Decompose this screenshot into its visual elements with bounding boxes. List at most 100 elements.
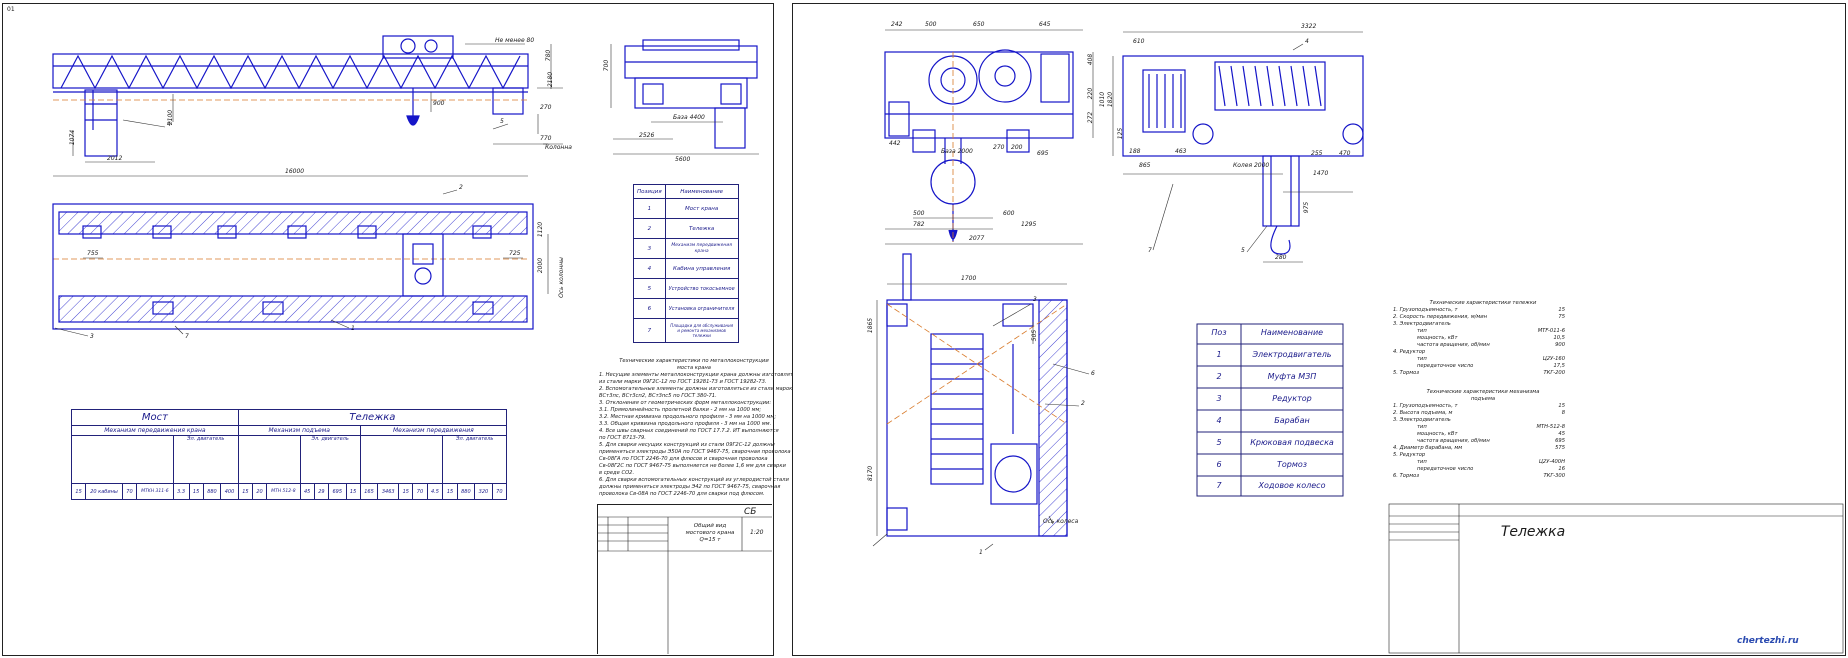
title-block-sheet1: СБ Общий вид мостового крана Q=15 т 1:20	[597, 504, 772, 654]
spec-value: 400	[220, 483, 239, 500]
callout-7: 7	[1148, 247, 1152, 254]
dimension-lines	[53, 43, 759, 294]
spec-el-dvig: Эл. двигатель	[299, 435, 361, 484]
spec2-value: 695	[1555, 438, 1565, 444]
callout-4: 4	[1305, 38, 1309, 45]
dim-base: 2012	[107, 155, 123, 162]
dim-650: 650	[973, 21, 985, 28]
tech-note-line: 3.3. Общая кривизна продольного профиля …	[599, 421, 772, 427]
spec-value: 45	[299, 483, 315, 500]
dim-1820: 1820	[1107, 91, 1115, 108]
tech-notes-sheet1: Технические характеристики по металлокон…	[599, 358, 802, 498]
dim-695: 695	[1037, 150, 1049, 157]
dim-1120: 1120	[537, 221, 545, 238]
dim-900: 900	[433, 100, 445, 107]
dim-125: 125	[1117, 127, 1125, 140]
bridge-elevation	[52, 35, 529, 157]
dim-base-4400: База 4400	[673, 114, 705, 121]
spec1-label: 4. Редуктор	[1393, 349, 1426, 355]
spec1-value: 17,5	[1553, 363, 1565, 369]
parts-row-pos: 5	[633, 278, 666, 299]
dim-2526: 2526	[639, 132, 655, 139]
dim-2000: 2000	[537, 257, 545, 274]
dim-1074: 1074	[69, 129, 77, 146]
tech-note-line: по ГОСТ 8713-79.	[599, 435, 646, 441]
crane-general-view	[52, 35, 759, 337]
spec1-label: 1. Грузоподъемность, т	[1393, 307, 1458, 313]
dim-188: 188	[1129, 148, 1141, 155]
watermark: chertezhi.ru	[1737, 636, 1799, 646]
title-block-code: СБ	[744, 507, 757, 517]
spec1-value: Ц2У-160	[1542, 356, 1565, 362]
dim-base2000: База 2000	[941, 148, 973, 155]
dim-3322: 3322	[1301, 23, 1317, 30]
parts2-row-name: Ходовое колесо	[1258, 481, 1326, 490]
spec1-value: 10,5	[1553, 335, 1565, 341]
spec-value: 880	[202, 483, 222, 500]
dim-2077: 2077	[969, 235, 985, 242]
spec1-label: тип	[1417, 356, 1427, 362]
callout-7: 7	[185, 333, 189, 340]
spec2-label: мощность, кВт	[1417, 431, 1458, 437]
parts-row-pos: 7	[633, 318, 666, 343]
spec-value: 15	[398, 483, 414, 500]
dim-272: 272	[1087, 111, 1095, 124]
dim-780: 780	[545, 49, 553, 62]
spec2-value: 8	[1561, 410, 1565, 416]
dim-242: 242	[891, 21, 903, 28]
parts2-row-pos: 1	[1216, 350, 1222, 359]
parts2-row-name: Редуктор	[1272, 394, 1312, 403]
dim-755: 755	[87, 250, 99, 257]
dim-645: 645	[1039, 21, 1051, 28]
spec2-label: передаточное число	[1417, 466, 1474, 472]
spec2-label: тип	[1417, 459, 1427, 465]
tech-note-line: 3. Отклонения от геометрических форм мет…	[599, 400, 772, 406]
spec-value: 20	[251, 483, 268, 500]
parts2-row-name: Барабан	[1274, 416, 1310, 425]
dim-200: 200	[1011, 144, 1023, 151]
spec-value: 70	[121, 483, 138, 500]
callout-3: 3	[90, 333, 94, 340]
tech-note-line: из стали марки 09Г2С-12 по ГОСТ 19281-73…	[599, 379, 767, 385]
dim-408: 408	[1087, 53, 1095, 66]
dim-1865: 1865	[867, 317, 875, 334]
dim-463: 463	[1175, 148, 1187, 155]
parts-row-name: Механизм передвижения крана	[664, 238, 739, 259]
spec1-value: 15	[1558, 307, 1565, 313]
parts-row-pos: 3	[633, 238, 666, 259]
parts-row-pos: 6	[633, 298, 666, 319]
callout-5: 5	[1241, 247, 1245, 254]
title-block-scale: 1:20	[750, 529, 764, 536]
parts-row-name: Мост крана	[664, 198, 739, 219]
parts-row-name: Кабина управления	[664, 258, 739, 279]
tech-note-line: Св-08Г2С по ГОСТ 9467-75 выполняется не …	[599, 463, 786, 469]
tech-note-line: 6. Для сварки вспомогательных конструкци…	[599, 477, 789, 483]
spec-value: 15	[237, 483, 253, 500]
spec-mekh-peredv: Механизм передвижения крана	[71, 425, 239, 436]
parts-row-pos: 2	[633, 218, 666, 239]
spec2-value: 16	[1558, 466, 1565, 472]
parts2-row-pos: 2	[1216, 372, 1222, 381]
tech-note-line: 2. Вспомогательные элементы должны изгот…	[599, 386, 793, 392]
spec-value: 29	[313, 483, 329, 500]
spec-value: 15	[70, 483, 87, 500]
tech-note-line: ВСт3пс, ВСт3сп2, ВСт3пс5 по ГОСТ 380-71.	[599, 393, 717, 399]
parts-row-pos: 4	[633, 258, 666, 279]
parts-row-name: Тележка	[664, 218, 739, 239]
spec-value: 70	[412, 483, 428, 500]
spec-value: 15	[188, 483, 204, 500]
parts2-row-pos: 4	[1216, 416, 1222, 425]
parts2-row-pos: 7	[1216, 481, 1222, 490]
parts2-header-name: Наименование	[1260, 328, 1324, 337]
spec-telezhka: Тележка	[237, 409, 508, 426]
callout-5: 5	[500, 118, 504, 125]
parts2-header-pos: Поз	[1211, 328, 1227, 337]
spec-value: 4.5	[426, 483, 444, 500]
spec2-value: 575	[1555, 445, 1565, 451]
dim-1010: 1010	[1099, 91, 1107, 108]
spec1-value: ТКГ-200	[1543, 370, 1565, 376]
spec-value: 15	[442, 483, 458, 500]
title-block-name: Общий вид мостового крана Q=15 т	[685, 523, 735, 543]
spec-value: 3.3	[172, 483, 190, 500]
